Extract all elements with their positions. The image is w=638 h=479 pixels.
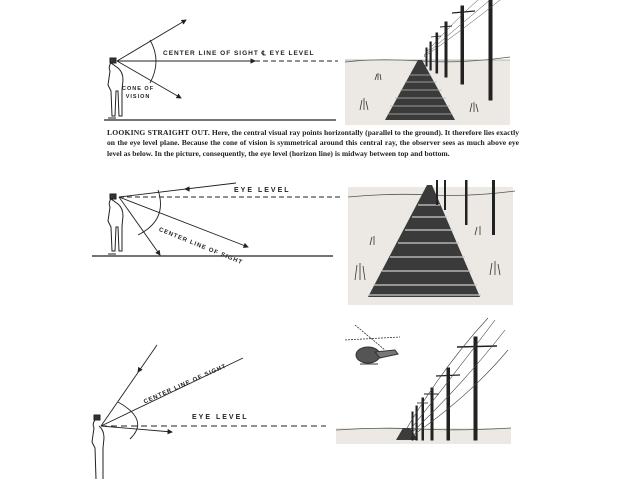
straight-out-diagram xyxy=(104,0,511,125)
panel-looking-straight-out: CENTER LINE OF SIGHT ℄ EYE LEVEL CONE OF… xyxy=(0,0,638,125)
centerline-symbol: ℄ xyxy=(261,50,267,57)
center-line-text: CENTER LINE OF SIGHT xyxy=(163,50,259,57)
cone-line2: VISION xyxy=(125,94,151,100)
panel-looking-down: EYE LEVEL CENTER LINE OF SIGHT xyxy=(0,175,638,305)
railroad-picture-2 xyxy=(347,180,516,305)
telephone-poles-picture xyxy=(335,317,512,444)
label-eye-level: EYE LEVEL xyxy=(192,414,249,421)
caption-looking-straight-out: LOOKING STRAIGHT OUT. Here, the central … xyxy=(107,128,519,159)
looking-down-diagram xyxy=(92,180,516,305)
caption-body: Here, the central visual ray points hori… xyxy=(107,128,519,158)
observer-figure xyxy=(91,414,105,479)
looking-up-diagram xyxy=(91,317,512,479)
label-cone-of-vision: CONE OF VISION xyxy=(122,85,154,101)
observer-figure xyxy=(107,57,124,119)
label-eye-level: EYE LEVEL xyxy=(234,187,291,194)
label-center-line-of-sight: CENTER LINE OF SIGHT ℄ EYE LEVEL xyxy=(163,49,314,57)
eye-level-text: EYE LEVEL xyxy=(269,50,315,57)
helicopter xyxy=(344,324,401,365)
caption-lead: LOOKING STRAIGHT OUT. xyxy=(107,128,210,137)
cone-line1: CONE OF xyxy=(122,86,155,92)
panel-looking-up: CENTER LINE OF SIGHT EYE LEVEL xyxy=(0,310,638,479)
observer-figure xyxy=(107,193,124,255)
railroad-picture-1 xyxy=(344,0,511,125)
